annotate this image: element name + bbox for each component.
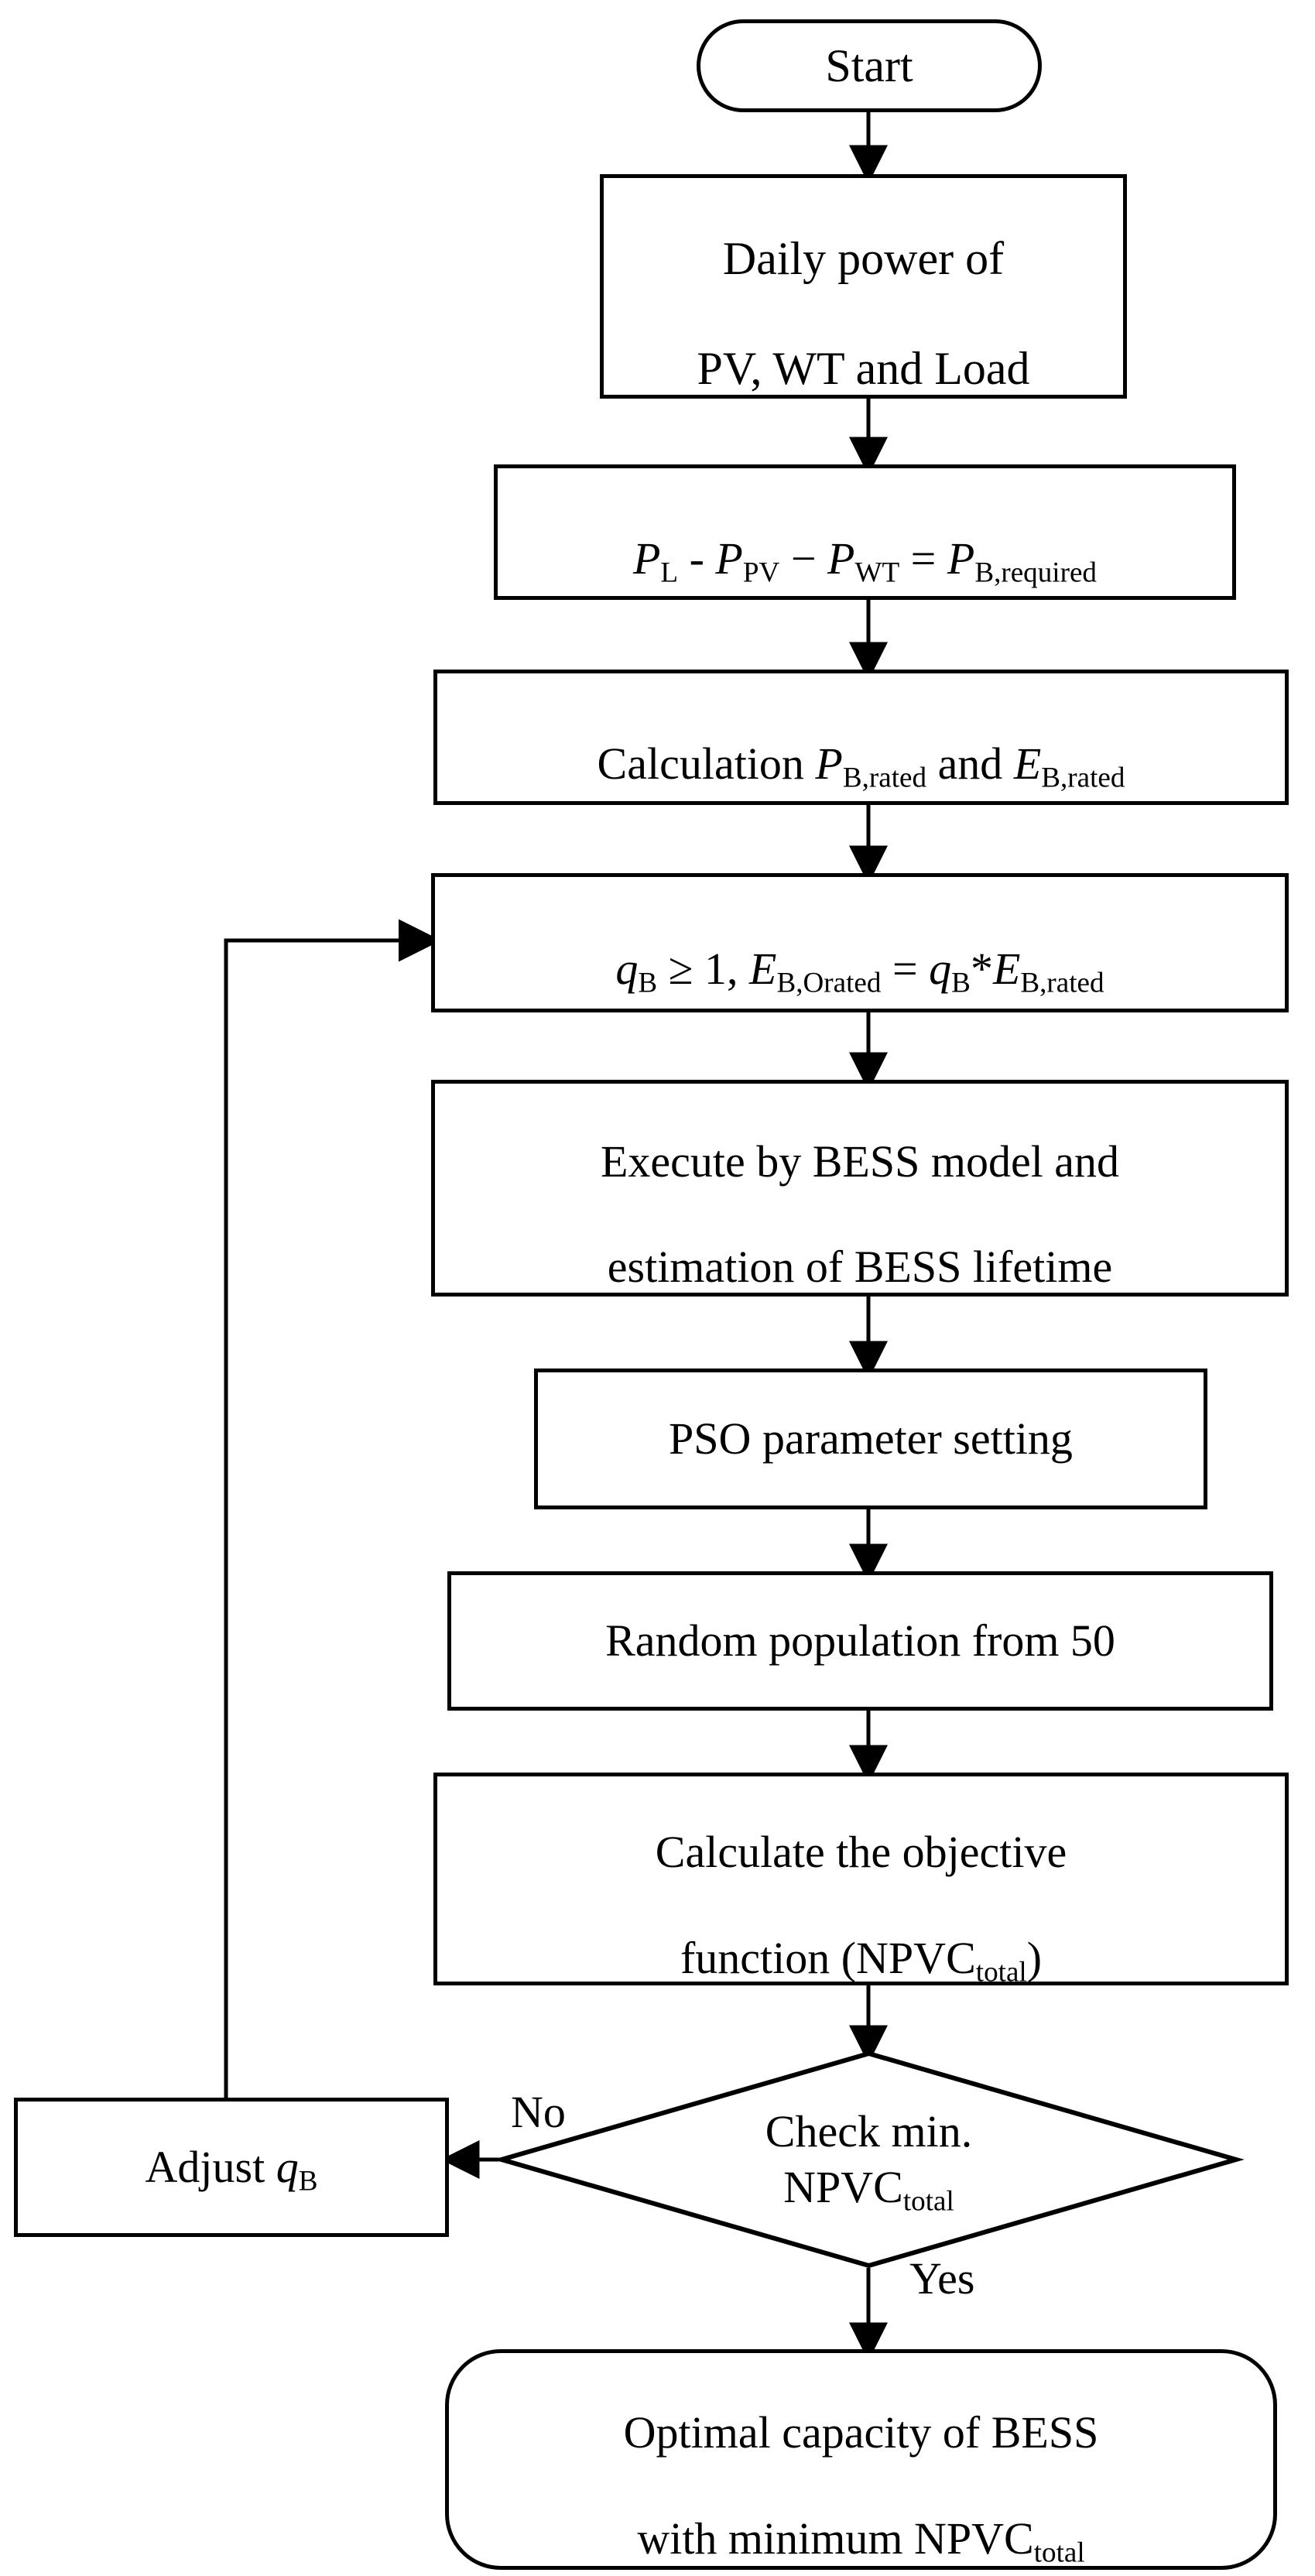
optimal-npvc-sub: total	[1033, 2537, 1085, 2569]
eq-symbol-p-pv: P	[715, 533, 743, 584]
eq-sub-brated-3: B,rated	[1020, 967, 1104, 999]
node-optimal-capacity-line1: Optimal capacity of BESS	[623, 2407, 1099, 2458]
objective-close-paren: )	[1026, 1932, 1043, 1983]
eq-word-calculation: Calculation	[597, 738, 816, 789]
node-check-min-decision[interactable]: Check min. NPVCtotal	[493, 2050, 1245, 2269]
node-start[interactable]: Start	[697, 19, 1042, 112]
node-random-population-label: Random population from 50	[605, 1615, 1115, 1666]
edge-label-yes: Yes	[909, 2253, 975, 2304]
node-daily-power[interactable]: Daily power of PV, WT and Load	[600, 174, 1127, 399]
node-daily-power-label: Daily power of PV, WT and Load	[604, 176, 1123, 396]
node-optimal-capacity-line2: with minimum NPVCtotal	[637, 2513, 1084, 2567]
eq-symbol-p-wt: P	[827, 533, 855, 584]
eq-sub-brated-2: B,rated	[1041, 761, 1125, 793]
objective-npvc-text: function (NPVC	[680, 1932, 976, 1983]
node-optimal-capacity[interactable]: Optimal capacity of BESS with minimum NP…	[445, 2349, 1277, 2570]
node-objective-function-line1: Calculate the objective	[655, 1827, 1067, 1878]
node-calculation-rated[interactable]: Calculation PB,rated and EB,rated	[433, 670, 1289, 805]
node-daily-power-line2: PV, WT and Load	[697, 342, 1030, 394]
node-execute-bess-label: Execute by BESS model and estimation of …	[435, 1082, 1285, 1294]
eq-sub-b-2: B	[951, 967, 971, 999]
eq-sub-wt: WT	[854, 556, 900, 588]
eq-sub-l: L	[660, 556, 679, 588]
eq-symbol-e-brated-2: E	[992, 944, 1021, 994]
eq-symbol-q-b-1: q	[615, 944, 639, 994]
eq-word-and: and	[926, 738, 1014, 789]
node-objective-function-label: Calculate the objective function (NPVCto…	[437, 1773, 1285, 1986]
eq-symbol-p-brated: P	[815, 738, 843, 789]
node-objective-function-line2: function (NPVCtotal)	[680, 1932, 1043, 1986]
node-daily-power-line1: Daily power of	[722, 233, 1005, 285]
node-adjust-qb[interactable]: Adjust qB	[14, 2098, 449, 2237]
adjust-qb-sub: B	[298, 2165, 318, 2197]
eq-symbol-p-b: P	[947, 533, 975, 584]
eq-sub-pv: PV	[742, 556, 780, 588]
node-qb-init-equation: qB ≥ 1, EB,Orated = qB*EB,rated	[435, 890, 1285, 999]
eq-op-equals: =	[899, 533, 947, 584]
node-optimal-capacity-label: Optimal capacity of BESS with minimum NP…	[449, 2354, 1273, 2567]
eq-op-minus-2: −	[779, 533, 828, 584]
adjust-qb-word: Adjust	[145, 2141, 276, 2192]
edge-label-no: No	[511, 2087, 566, 2137]
node-objective-function[interactable]: Calculate the objective function (NPVCto…	[433, 1773, 1289, 1986]
node-random-population[interactable]: Random population from 50	[447, 1571, 1273, 1711]
eq-sub-brated-1: B,rated	[842, 761, 927, 793]
node-calculation-rated-equation: Calculation PB,rated and EB,rated	[437, 684, 1285, 793]
objective-npvc-sub: total	[975, 1956, 1027, 1989]
node-start-label: Start	[825, 39, 913, 91]
eq-op-geq-one: ≥ 1,	[657, 944, 750, 994]
adjust-qb-symbol: q	[276, 2141, 299, 2192]
node-pso-setting[interactable]: PSO parameter setting	[534, 1368, 1207, 1509]
node-qb-init[interactable]: qB ≥ 1, EB,Orated = qB*EB,rated	[431, 873, 1289, 1012]
node-execute-bess[interactable]: Execute by BESS model and estimation of …	[431, 1080, 1289, 1297]
eq-sub-b-orated: B,Orated	[776, 967, 882, 999]
node-pso-setting-label: PSO parameter setting	[669, 1413, 1073, 1464]
eq-op-minus-1: -	[678, 533, 716, 584]
eq-symbol-e-brated: E	[1013, 738, 1042, 789]
eq-op-times: *	[970, 944, 993, 994]
optimal-npvc-text: with minimum NPVC	[637, 2513, 1034, 2564]
node-adjust-qb-label: Adjust qB	[18, 2141, 445, 2197]
eq-symbol-p-l: P	[632, 533, 661, 584]
node-power-balance-equation: PL - PPV − PWT = PB,required	[498, 479, 1232, 588]
eq-symbol-e-borated: E	[749, 944, 777, 994]
eq-sub-b-required: B,required	[974, 556, 1097, 588]
node-execute-bess-line1: Execute by BESS model and	[600, 1136, 1120, 1187]
eq-sub-b-1: B	[638, 967, 658, 999]
node-execute-bess-line2: estimation of BESS lifetime	[607, 1242, 1113, 1293]
eq-op-equals-2: =	[881, 944, 930, 994]
node-power-balance[interactable]: PL - PPV − PWT = PB,required	[494, 464, 1236, 600]
eq-symbol-q-b-2: q	[929, 944, 952, 994]
